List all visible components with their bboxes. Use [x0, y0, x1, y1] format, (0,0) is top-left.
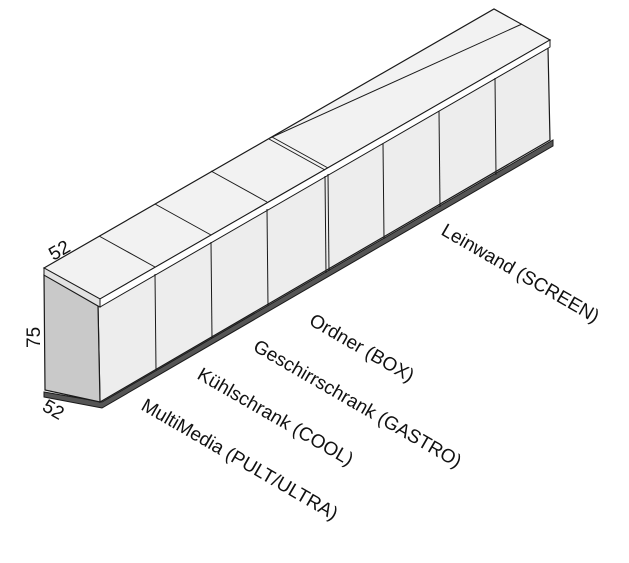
top-division-line [271, 136, 329, 169]
door-division-line [266, 208, 269, 307]
door-division-line [438, 110, 441, 208]
door-division-line [324, 175, 327, 274]
dimension-height: 75 [24, 327, 45, 348]
top-division-line [154, 203, 212, 236]
door-division-line [494, 77, 497, 176]
door-division-line [210, 241, 213, 339]
door-division-line [382, 142, 385, 240]
label-multimedia-pult-ultra: MultiMedia (PULT/ULTRA) [138, 395, 342, 525]
door-division-line [154, 273, 157, 371]
cabinet-plinth [43, 139, 554, 409]
top-division-line [268, 138, 326, 171]
cabinet-top-edge-side [43, 267, 101, 308]
label-leinwand-screen: Leinwand (SCREEN) [438, 220, 603, 327]
top-division-line [210, 170, 268, 203]
top-division-line [98, 235, 156, 268]
top-longitudinal-line [269, 23, 523, 139]
door-division-line [327, 173, 330, 272]
